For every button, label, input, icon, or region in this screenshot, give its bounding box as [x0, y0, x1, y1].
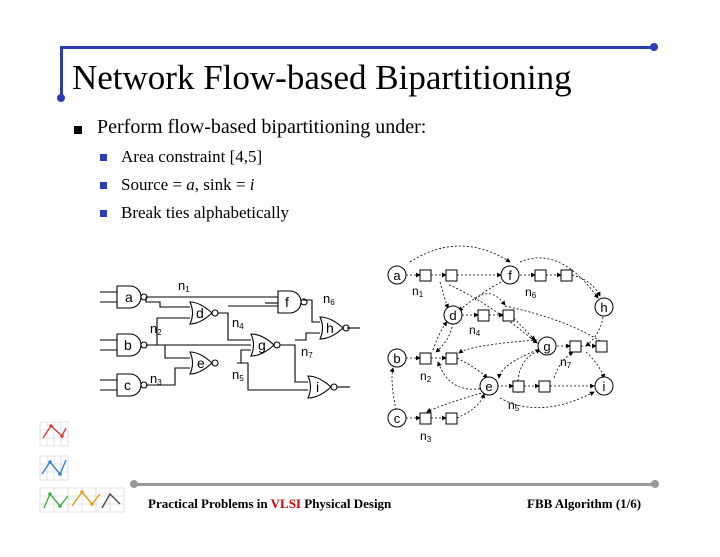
sink-label: , sink =	[194, 175, 250, 194]
sink-var: i	[249, 175, 255, 194]
source-label: Source =	[121, 175, 187, 194]
graph-n7-label: n7	[560, 355, 572, 370]
node-c-label: c	[394, 411, 401, 426]
gate-i-label: i	[316, 379, 319, 395]
routing-grid-logo	[39, 421, 125, 513]
node-b-label: b	[393, 351, 400, 366]
node-f-label: f	[508, 268, 512, 283]
footer-rule	[135, 483, 655, 486]
node-h-label: h	[600, 300, 607, 315]
footer-course-title: Practical Problems in VLSI Physical Desi…	[148, 496, 391, 512]
source-var: a	[186, 175, 195, 194]
gate-e-label: e	[197, 355, 205, 371]
gate-c-label: c	[124, 377, 131, 393]
node-g-label: g	[543, 339, 550, 354]
footer-slide-label: FBB Algorithm (1/6)	[527, 496, 642, 511]
graph-n4-label: n4	[469, 323, 481, 338]
net-n5-label: n5	[232, 367, 244, 383]
bullet-marker	[74, 126, 82, 134]
accent-dot-right	[650, 43, 658, 51]
sub-bullet-source-sink: Source = a, sink = i	[121, 175, 254, 195]
graph-n3-label: n3	[420, 429, 432, 444]
footer-left-post: Physical Design	[301, 496, 392, 511]
graph-n5-label: n5	[508, 398, 520, 413]
footer-vlsi: VLSI	[270, 496, 301, 511]
graph-n1-label: n1	[412, 284, 424, 299]
net-n1-label: n1	[178, 278, 190, 294]
accent-dot-left	[57, 94, 65, 102]
gate-f-label: f	[285, 294, 289, 310]
flow-network-graph: a b c d e f g h i n1 n2 n3 n4 n5 n6 n7	[387, 245, 614, 444]
footer-left-pre: Practical Problems in	[148, 496, 271, 511]
circuit-diagram: a b c d e f g h i n1 n2 n3 n4 n5 n6 n7	[100, 278, 360, 399]
left-accent-line	[60, 46, 63, 98]
sub-bullet-area: Area constraint [4,5]	[121, 147, 263, 166]
node-i-label: i	[603, 379, 606, 394]
sub-bullet-marker	[100, 154, 107, 161]
gate-a-label: a	[125, 289, 133, 305]
graph-n6-label: n6	[525, 285, 537, 300]
sub-bullet-marker	[100, 210, 107, 217]
graph-n2-label: n2	[420, 369, 432, 384]
net-n2-label: n2	[150, 321, 162, 337]
node-a-label: a	[393, 268, 401, 283]
net-n3-label: n3	[150, 371, 162, 387]
footer-dot-left	[130, 480, 138, 488]
net-n7-label: n7	[301, 344, 313, 360]
sub-bullet-ties: Break ties alphabetically	[121, 203, 290, 222]
gate-b-label: b	[124, 337, 132, 353]
net-n4-label: n4	[232, 315, 244, 331]
gate-h-label: h	[326, 320, 334, 336]
bullet-text: Perform flow-based bipartitioning under:	[97, 116, 427, 138]
gate-d-label: d	[196, 305, 204, 321]
sub-bullet-marker	[100, 182, 107, 189]
top-accent-line	[60, 46, 654, 49]
slide-title: Network Flow-based Bipartitioning	[72, 58, 572, 97]
gate-g-label: g	[258, 337, 266, 353]
net-n6-label: n6	[323, 291, 335, 307]
node-d-label: d	[449, 308, 456, 323]
footer-dot-right	[651, 480, 659, 488]
node-e-label: e	[485, 379, 492, 394]
